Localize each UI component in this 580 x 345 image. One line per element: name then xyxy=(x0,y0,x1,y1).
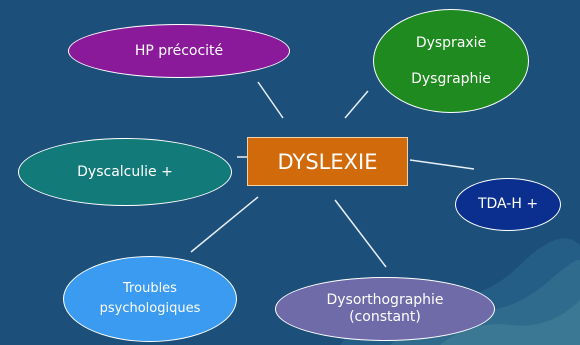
node-dyspraxie-dysgraphie: Dyspraxie Dysgraphie xyxy=(373,9,529,113)
node-troubles-psychologiques: Troubles psychologiques xyxy=(63,256,237,342)
connector-tda xyxy=(409,159,475,170)
connector-psy xyxy=(190,196,259,253)
node-label-line-1: Dyspraxie xyxy=(415,34,487,51)
node-label: HP précocité xyxy=(134,42,224,59)
node-dysorthographie: Dysorthographie (constant) xyxy=(275,277,495,341)
node-dyscalculie: Dyscalculie + xyxy=(18,138,232,206)
center-label: DYSLEXIE xyxy=(277,149,378,174)
node-label-line-2: (constant) xyxy=(349,309,421,325)
node-label-line-1: Dysorthographie xyxy=(326,292,444,308)
node-label-line-2: psychologiques xyxy=(99,301,201,316)
center-dyslexie: DYSLEXIE xyxy=(247,137,408,186)
connector-hp xyxy=(257,81,284,119)
node-label-line-2: Dysgraphie xyxy=(411,70,491,87)
node-label: Dyscalculie + xyxy=(77,163,173,180)
connector-dysp xyxy=(344,90,369,119)
node-label-line-1: Troubles xyxy=(123,281,177,296)
node-label: TDA-H + xyxy=(477,196,539,212)
node-hp-precocite: HP précocité xyxy=(68,24,290,78)
node-tda-h: TDA-H + xyxy=(455,178,561,231)
connector-ortho xyxy=(334,199,387,268)
